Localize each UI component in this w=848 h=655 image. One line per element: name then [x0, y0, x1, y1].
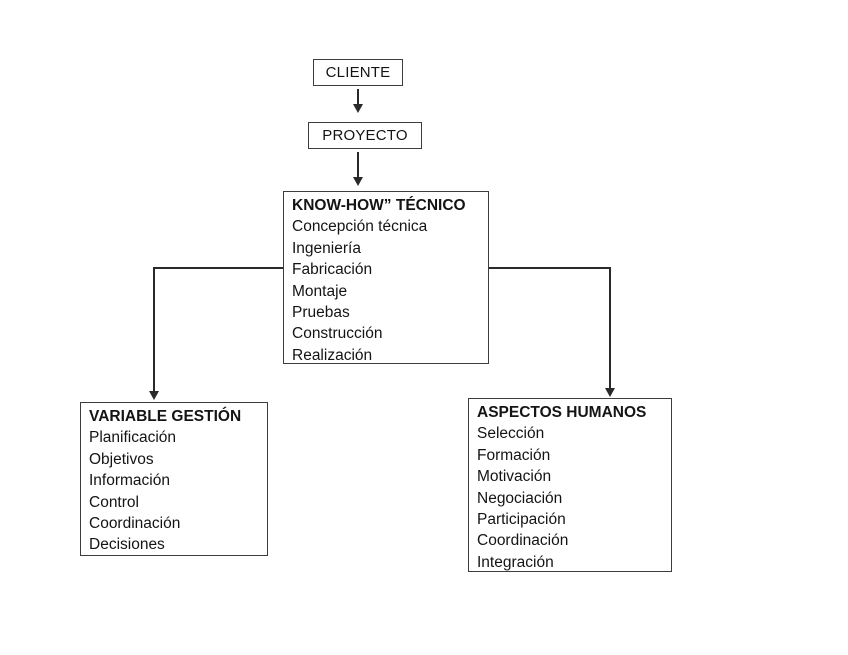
connector-knowhow-variable-horizontal: [153, 267, 283, 269]
list-item: Selección: [477, 425, 545, 443]
node-variable-gestion-title: VARIABLE GESTIÓN: [89, 408, 242, 425]
list-item: Realización: [292, 346, 373, 364]
node-know-how-title: KNOW-HOW” TÉCNICO: [292, 197, 466, 214]
arrow-down-icon: [353, 177, 363, 186]
node-proyecto: PROYECTO: [308, 122, 422, 149]
connector-knowhow-aspectos-vertical: [609, 267, 611, 389]
node-cliente-label: CLIENTE: [325, 64, 391, 81]
list-item: Concepción técnica: [292, 218, 428, 236]
arrow-down-icon: [353, 104, 363, 113]
list-item: Negociación: [477, 489, 563, 507]
arrow-down-icon: [605, 388, 615, 397]
node-cliente: CLIENTE: [313, 59, 403, 86]
list-item: Integración: [477, 553, 554, 571]
node-aspectos-humanos-title: ASPECTOS HUMANOS: [477, 404, 647, 421]
node-aspectos-humanos: ASPECTOS HUMANOS Selección Formación Mot…: [468, 398, 672, 572]
list-item: Motivación: [477, 468, 552, 486]
list-item: Coordinación: [89, 515, 181, 533]
node-know-how-tecnico: KNOW-HOW” TÉCNICO Concepción técnica Ing…: [283, 191, 489, 364]
connector-proyecto-knowhow: [357, 152, 359, 178]
connector-knowhow-aspectos-horizontal: [489, 267, 611, 269]
list-item: Ingeniería: [292, 239, 361, 257]
list-item: Planificación: [89, 429, 177, 447]
list-item: Pruebas: [292, 304, 350, 322]
list-item: Participación: [477, 511, 566, 529]
connector-cliente-proyecto: [357, 89, 359, 105]
connector-knowhow-variable-vertical: [153, 267, 155, 392]
list-item: Formación: [477, 446, 551, 464]
list-item: Información: [89, 472, 170, 490]
list-item: Coordinación: [477, 532, 569, 550]
list-item: Fabricación: [292, 261, 373, 279]
list-item: Montaje: [292, 282, 348, 300]
arrow-down-icon: [149, 391, 159, 400]
list-item: Decisiones: [89, 536, 165, 554]
node-proyecto-label: PROYECTO: [322, 127, 408, 144]
list-item: Construcción: [292, 325, 383, 343]
node-variable-gestion: VARIABLE GESTIÓN Planificación Objetivos…: [80, 402, 268, 556]
list-item: Control: [89, 493, 139, 511]
list-item: Objetivos: [89, 450, 154, 468]
